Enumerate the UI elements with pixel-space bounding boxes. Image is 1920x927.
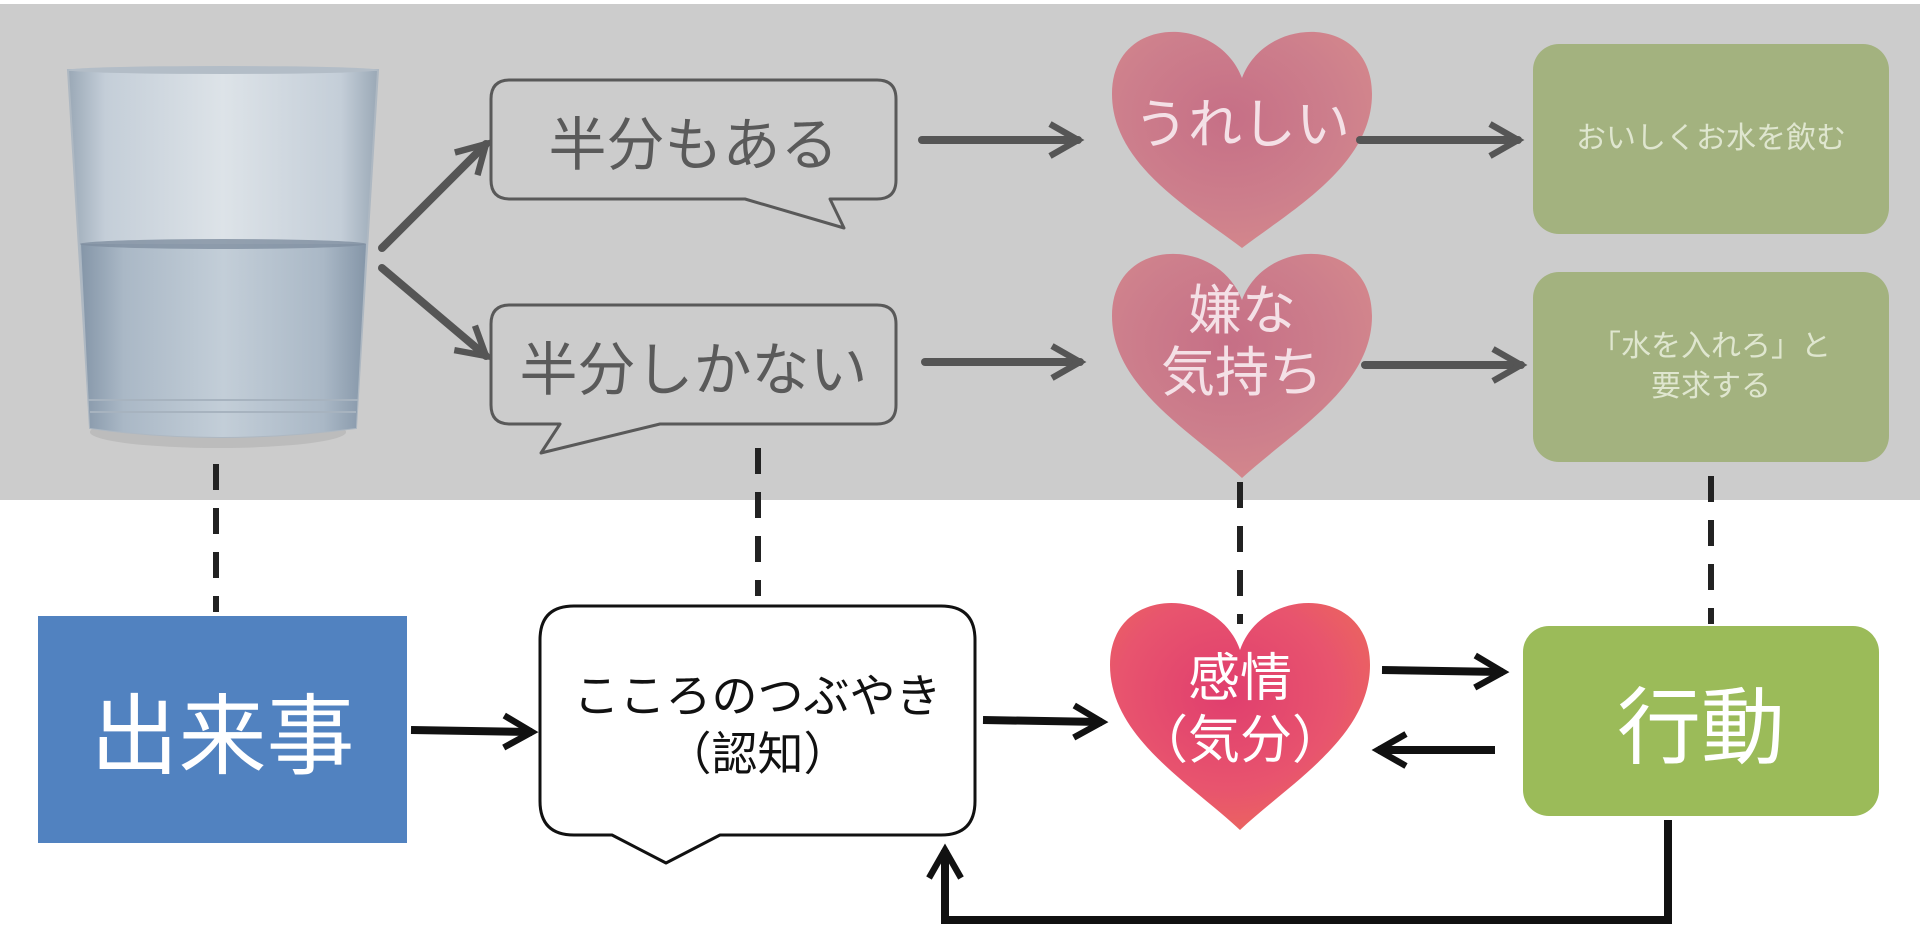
behavior-box [1523, 626, 1879, 816]
water-glass-half-full-icon [66, 66, 380, 448]
top-flow-arrows [378, 121, 1528, 384]
bottom-flow-arrows [410, 652, 1672, 924]
thought-bubble-2 [489, 303, 898, 455]
heart-icon [1110, 602, 1370, 830]
heart-icon [1112, 253, 1372, 478]
behavior-box-1 [1533, 44, 1889, 234]
event-box [38, 616, 407, 843]
cognition-bubble [538, 604, 977, 865]
thought-bubble-1 [489, 78, 898, 230]
behavior-box-2 [1533, 272, 1889, 462]
heart-icon [1112, 31, 1372, 249]
dashed-connectors [213, 448, 1714, 624]
